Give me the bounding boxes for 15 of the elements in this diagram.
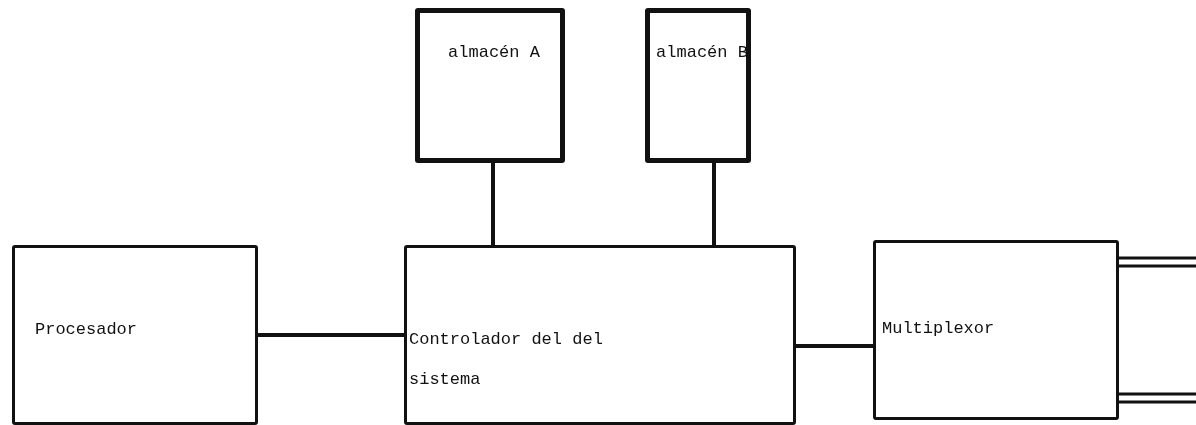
block-box <box>404 245 796 425</box>
block-label: Multiplexor <box>882 318 996 340</box>
block-label: Controlador del del sistema <box>409 329 604 391</box>
connector-line <box>491 163 495 245</box>
connector-line <box>796 344 873 348</box>
connector-line <box>258 333 404 337</box>
connector-line <box>712 163 716 245</box>
output-line <box>1117 392 1196 404</box>
output-line <box>1117 256 1196 268</box>
block-label: Procesador <box>35 319 139 341</box>
block-box <box>873 240 1119 420</box>
block-label: almacén A <box>447 42 541 64</box>
block-box <box>415 8 565 163</box>
block-box <box>12 245 258 425</box>
block-box <box>645 8 751 163</box>
